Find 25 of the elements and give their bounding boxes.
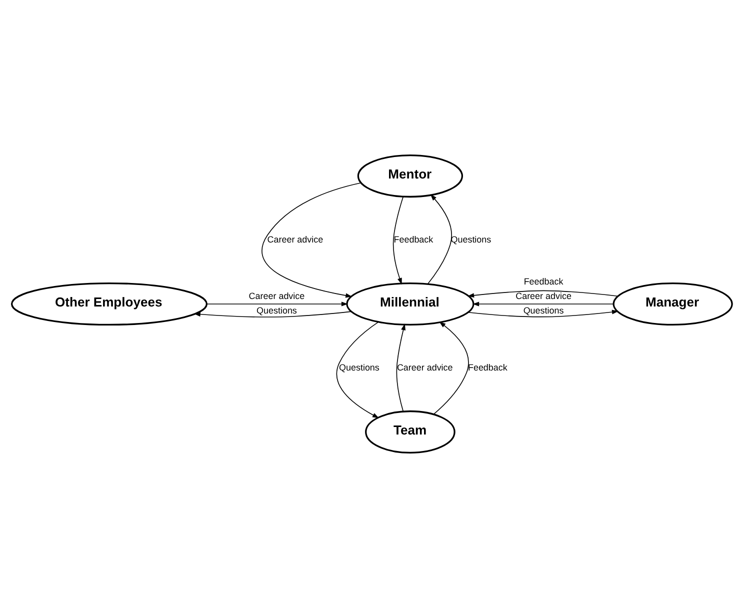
arrow <box>468 290 618 298</box>
arrow <box>427 194 452 284</box>
edge-label: Feedback <box>468 362 508 372</box>
node-ellipse: Other Employees <box>10 282 208 326</box>
edge-label: Feedback <box>394 234 434 244</box>
arrow <box>392 196 404 284</box>
arrow <box>472 301 614 306</box>
arrow <box>468 309 619 317</box>
arrow <box>336 321 379 418</box>
edge-label: Questions <box>523 305 564 316</box>
edge-label: Questions <box>339 362 380 372</box>
edge-label: Career advice <box>248 290 305 300</box>
arrow <box>433 321 469 414</box>
edge-label: Feedback <box>524 276 564 286</box>
arrow <box>396 323 406 412</box>
edge-label: Career advice <box>516 290 572 300</box>
node-ellipse: Mentor <box>357 154 464 198</box>
edge-label: Questions <box>450 234 492 244</box>
arrow <box>262 182 362 298</box>
edge-label: Questions <box>256 305 297 316</box>
node-ellipse: Team <box>365 410 456 453</box>
arrow <box>194 310 352 317</box>
edge-label: Career advice <box>396 362 453 372</box>
arrow <box>206 301 348 306</box>
edge-label: Career advice <box>267 234 324 244</box>
